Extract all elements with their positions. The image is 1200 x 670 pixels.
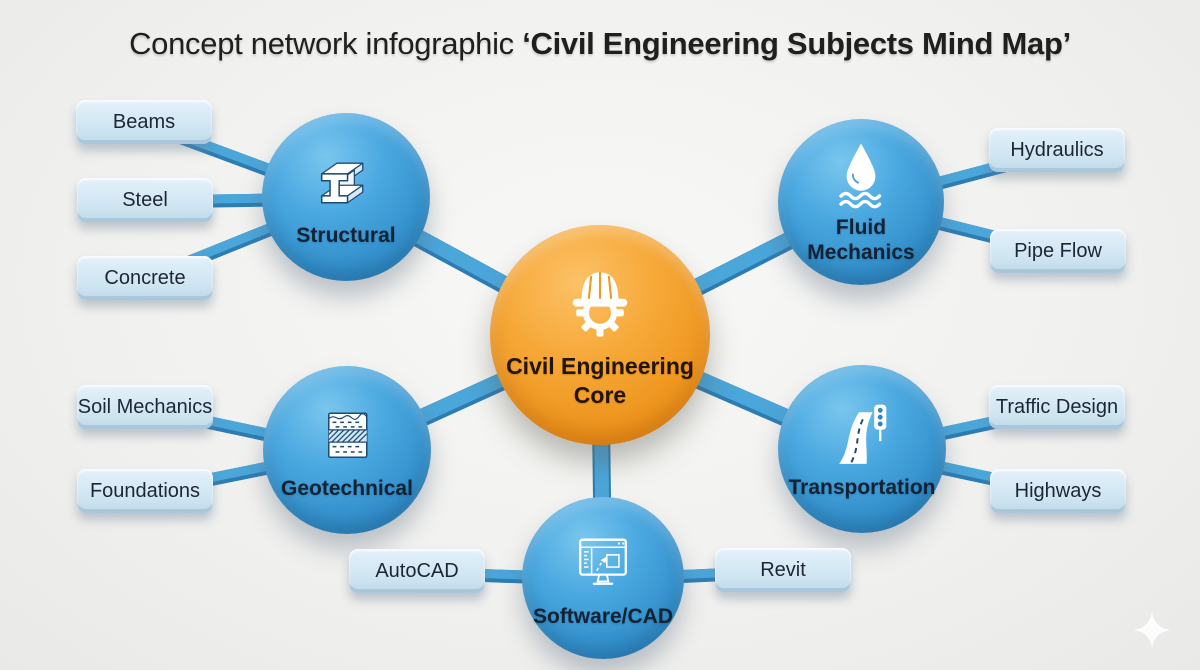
core-node-label: Civil Engineering Core [506, 353, 694, 408]
title-prefix: Concept network infographic [129, 26, 523, 61]
page-title: Concept network infographic ‘Civil Engin… [0, 26, 1200, 62]
branch-label-geotechnical: Geotechnical [281, 477, 413, 501]
i-beam-icon [308, 145, 384, 221]
cad-monitor-icon [565, 526, 641, 602]
branch-node-software-cad: Software/CAD [522, 497, 684, 659]
water-drop-waves-icon [824, 139, 898, 213]
core-node: Civil Engineering Core [490, 225, 710, 445]
hardhat-gear-icon [556, 260, 644, 348]
leaf-revit: Revit [715, 548, 851, 592]
branch-node-structural: Structural [262, 113, 430, 281]
leaf-pipe-flow: Pipe Flow [990, 229, 1126, 273]
branch-label-structural: Structural [296, 224, 396, 248]
leaf-traffic-design: Traffic Design [989, 385, 1125, 429]
leaf-hydraulics: Hydraulics [989, 128, 1125, 172]
leaf-autocad: AutoCAD [349, 549, 485, 593]
soil-layers-icon [309, 398, 385, 474]
leaf-beams: Beams [76, 100, 212, 144]
branch-node-fluid-mechanics: Fluid Mechanics [778, 119, 944, 285]
leaf-foundations: Foundations [77, 469, 213, 513]
title-emphasis: ‘Civil Engineering Subjects Mind Map’ [522, 26, 1071, 61]
road-traffic-light-icon [824, 397, 900, 473]
leaf-soil-mechanics: Soil Mechanics [77, 385, 213, 429]
branch-node-geotechnical: Geotechnical [263, 366, 431, 534]
leaf-steel: Steel [77, 178, 213, 222]
branch-label-transportation: Transportation [788, 476, 936, 500]
branch-label-software-cad: Software/CAD [532, 605, 674, 629]
leaf-concrete: Concrete [77, 256, 213, 300]
branch-label-fluid-mechanics: Fluid Mechanics [807, 216, 915, 264]
branch-node-transportation: Transportation [778, 365, 946, 533]
leaf-highways: Highways [990, 469, 1126, 513]
sparkle-icon [1133, 611, 1171, 649]
